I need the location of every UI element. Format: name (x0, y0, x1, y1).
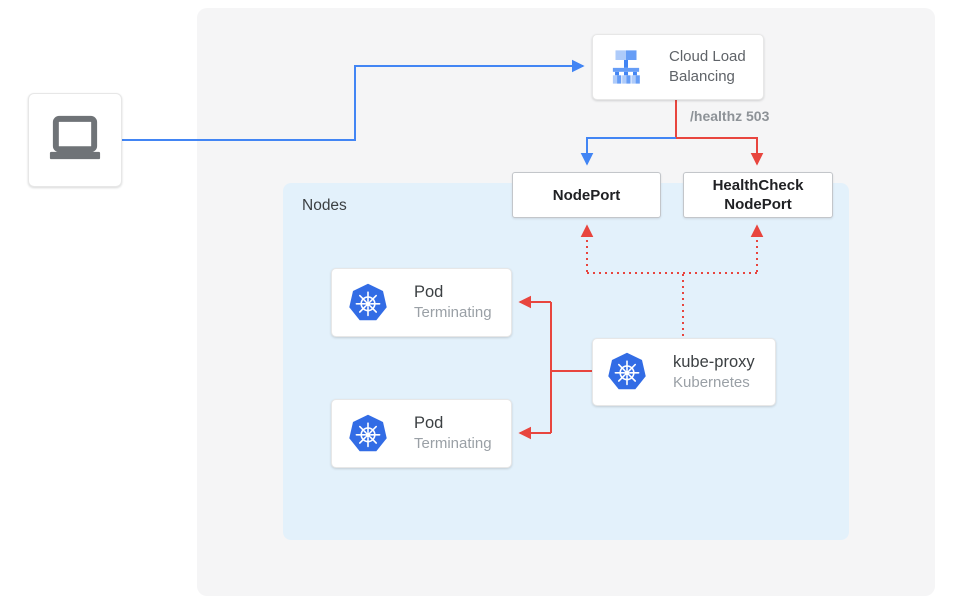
pod-node-2: Pod Terminating (331, 399, 512, 468)
healthcheck-label-line1: HealthCheck (712, 177, 804, 194)
pod2-title: Pod (414, 414, 444, 432)
kube-proxy-subtitle: Kubernetes (673, 373, 750, 391)
kube-proxy-title: kube-proxy (673, 352, 755, 371)
nodes-label: Nodes (302, 197, 347, 214)
kubernetes-icon (348, 283, 388, 323)
client-device (28, 93, 122, 187)
healthcheck-nodeport-node: HealthCheck NodePort (683, 172, 833, 218)
pod1-status: Terminating (414, 304, 492, 321)
nodeport-label: NodePort (552, 186, 621, 204)
healthz-status-label: /healthz 503 (690, 108, 770, 124)
cloud-load-balancing-label: Cloud Load Balancing (669, 48, 746, 85)
nodeport-node: NodePort (512, 172, 661, 218)
kube-proxy-node: kube-proxy Kubernetes (592, 338, 776, 406)
kubernetes-icon (607, 352, 647, 392)
pod2-status: Terminating (414, 435, 492, 452)
pod-node-1: Pod Terminating (331, 268, 512, 337)
pod1-title: Pod (414, 283, 444, 301)
cloud-load-balancing-node: Cloud Load Balancing (592, 34, 764, 100)
laptop-icon (35, 107, 115, 173)
kubernetes-icon (348, 414, 388, 454)
healthcheck-label-line2: NodePort (724, 196, 792, 213)
cloud-load-balancing-icon (605, 46, 647, 88)
